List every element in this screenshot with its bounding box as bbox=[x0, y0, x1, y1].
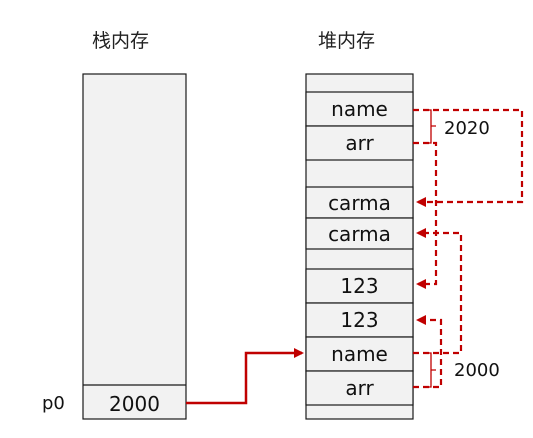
stack-title: 栈内存 bbox=[92, 30, 149, 52]
heap-cell-label: name bbox=[331, 97, 388, 121]
arr-pointer-2020 bbox=[413, 141, 438, 289]
name-pointer-2020 bbox=[413, 108, 524, 207]
heap-cell-label: name bbox=[331, 342, 388, 366]
heap-memory: name arr carma carma 123 123 name arr bbox=[305, 73, 414, 420]
heap-cell-123-1 bbox=[305, 268, 414, 304]
heap-cell-label: arr bbox=[345, 376, 374, 400]
heap-cell-name-1 bbox=[305, 91, 414, 127]
address-2020: 2020 bbox=[444, 118, 490, 139]
stack-to-heap-arrow bbox=[186, 348, 304, 405]
heap-cell-label: arr bbox=[345, 131, 374, 155]
stack-var-label: p0 bbox=[42, 393, 65, 414]
bracket-2020 bbox=[426, 109, 436, 144]
address-2000: 2000 bbox=[454, 360, 500, 381]
arr-pointer-2000 bbox=[413, 315, 443, 389]
heap-title: 堆内存 bbox=[318, 30, 375, 52]
object-2020-group: 2020 bbox=[413, 108, 524, 289]
heap-cell-arr-2 bbox=[305, 370, 414, 406]
object-2000-group: 2000 bbox=[413, 228, 500, 389]
heap-cell-arr-1 bbox=[305, 125, 414, 161]
heap-cell-label: carma bbox=[328, 222, 391, 246]
stack-box bbox=[82, 73, 187, 420]
heap-cell-label: 123 bbox=[340, 274, 378, 298]
stack-cell-value: 2000 bbox=[109, 392, 160, 416]
heap-cell-label: carma bbox=[328, 191, 391, 215]
name-pointer-2000 bbox=[413, 228, 463, 355]
stack-memory: 2000 p0 bbox=[42, 73, 187, 420]
heap-cell-123-2 bbox=[305, 302, 414, 338]
bracket-2000 bbox=[426, 352, 436, 388]
heap-cell-label: 123 bbox=[340, 308, 378, 332]
heap-cell-carma-2 bbox=[305, 217, 414, 250]
